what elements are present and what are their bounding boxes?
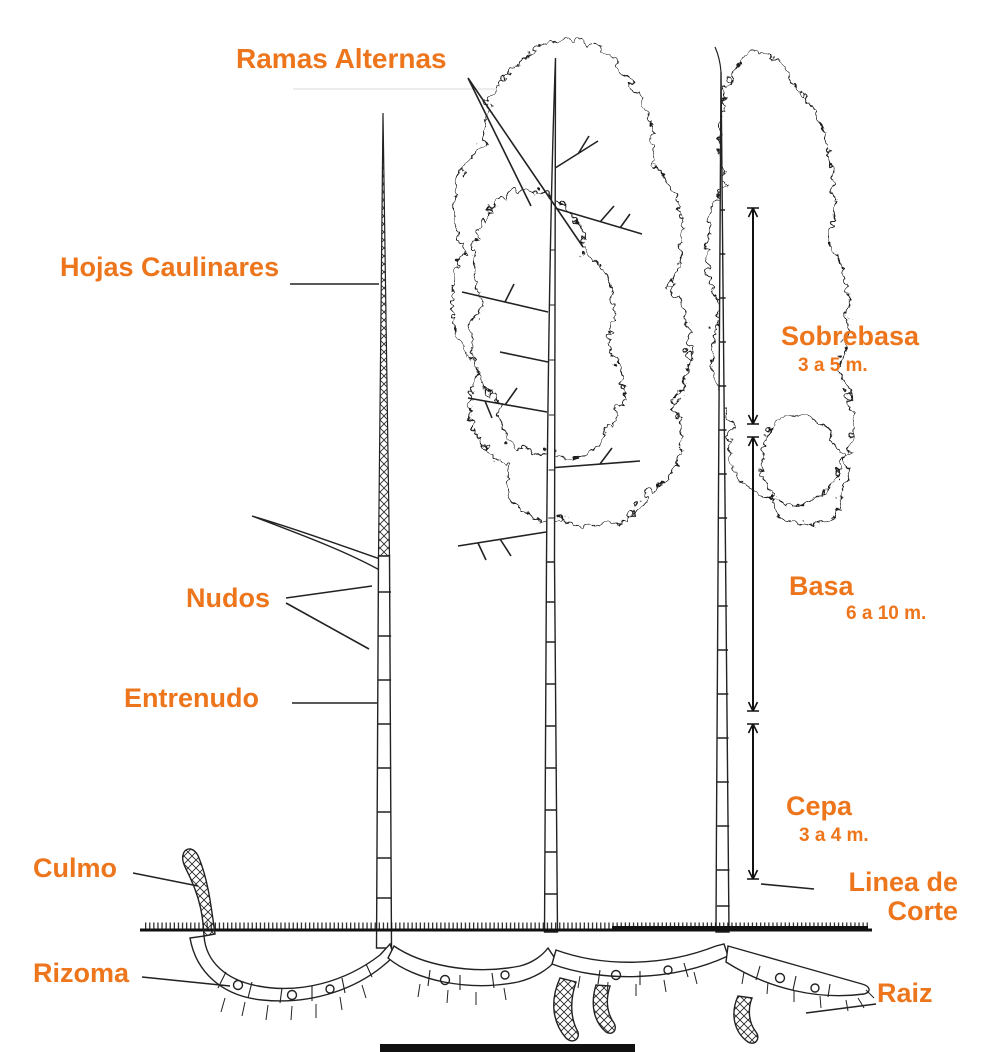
label-hojas-caulinares: Hojas Caulinares — [60, 252, 280, 282]
label-cepa-range: 3 a 4 m. — [799, 825, 869, 846]
label-ramas-alternas: Ramas Alternas — [236, 43, 447, 74]
label-raiz: Raiz — [877, 978, 933, 1008]
label-linea-de-corte: Linea de Corte — [806, 868, 958, 926]
culm-middle-nodes — [544, 561, 557, 895]
culm-left-nodes — [376, 591, 392, 899]
culm-leaf-blade — [251, 515, 384, 573]
rhizome-offshoot — [733, 995, 759, 1044]
foliage-outline — [446, 36, 851, 525]
label-culmo: Culmo — [33, 853, 117, 883]
label-sobrebasa: Sobrebasa — [781, 321, 920, 351]
scan-bar — [380, 1044, 635, 1052]
root-hairs — [220, 971, 875, 1021]
rhizome-offshoot — [592, 984, 616, 1034]
culm-left-sheathed-top — [377, 112, 391, 557]
label-cepa: Cepa — [786, 791, 853, 821]
young-shoot — [181, 848, 216, 937]
label-entrenudo: Entrenudo — [124, 683, 259, 713]
label-basa: Basa — [789, 571, 854, 601]
culm-left — [251, 112, 393, 949]
culm-right — [714, 46, 730, 933]
label-sobrebasa-range: 3 a 5 m. — [798, 355, 868, 376]
ground-line — [140, 922, 872, 932]
culm-right-nodes — [716, 209, 730, 907]
label-rizoma: Rizoma — [33, 958, 130, 988]
label-linea-de-corte-line1: Linea de — [848, 867, 958, 897]
label-nudos: Nudos — [186, 583, 270, 613]
alternate-branches — [457, 135, 643, 561]
culm-middle — [457, 57, 643, 933]
label-linea-de-corte-line2: Corte — [887, 896, 958, 926]
rhizome-offshoot — [553, 977, 580, 1042]
rhizome-system — [181, 848, 875, 1044]
measurement-line — [747, 207, 759, 880]
leader-lines — [132, 77, 877, 1014]
label-basa-range: 6 a 10 m. — [846, 603, 927, 624]
